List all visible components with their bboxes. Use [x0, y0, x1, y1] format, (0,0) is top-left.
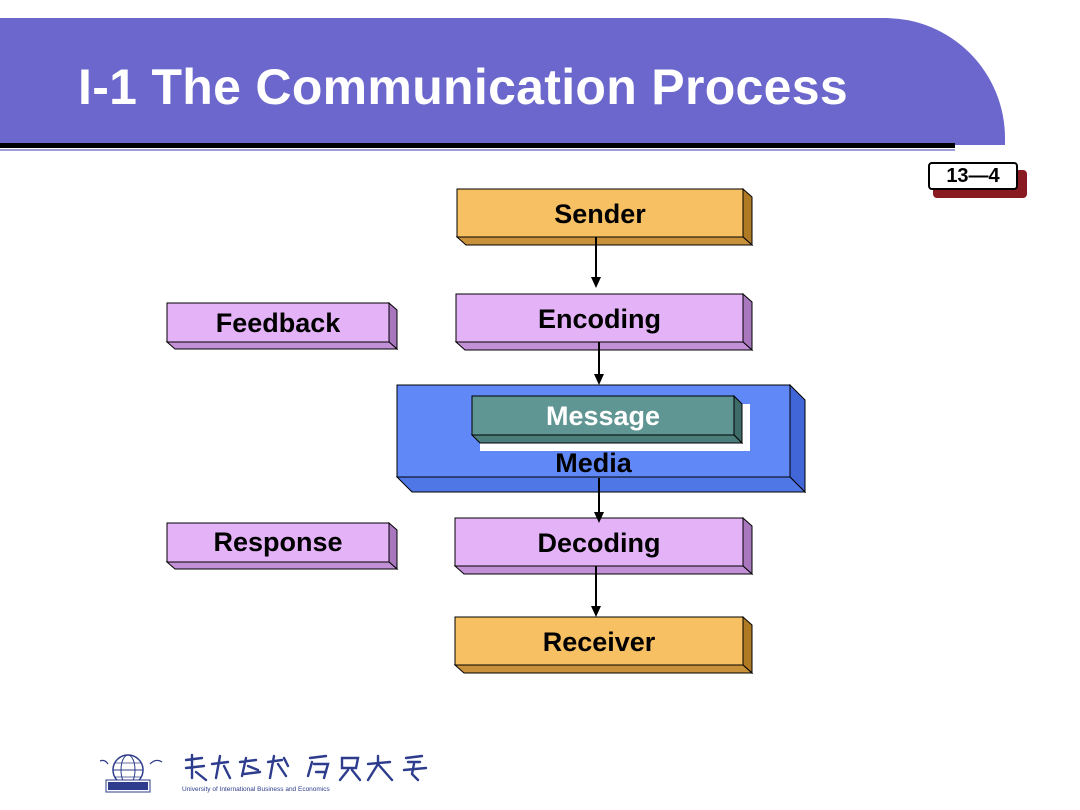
- feedback-box: Feedback: [165, 301, 399, 351]
- message-box: Message: [470, 394, 750, 451]
- receiver-box: Receiver: [453, 615, 754, 675]
- decoding-box: Decoding: [453, 516, 754, 576]
- sender-box: Sender: [455, 187, 754, 247]
- arrow-decoding-to-receiver: [591, 566, 601, 617]
- uibe-calligraphy-mark: [184, 753, 428, 782]
- decoding-label: Decoding: [537, 528, 661, 558]
- arrow-encoding-to-media: [594, 342, 604, 385]
- arrow-sender-to-encoding: [591, 237, 601, 288]
- message-label: Message: [545, 401, 661, 431]
- receiver-box-shape: [453, 615, 754, 675]
- feedback-box-shape: [165, 301, 399, 351]
- response-box: Response: [165, 521, 399, 571]
- uibe-emblem: [97, 754, 163, 793]
- arrow-media-to-decoding: [594, 478, 604, 523]
- sender-label: Sender: [554, 199, 646, 229]
- title-banner: [0, 18, 1005, 145]
- uibe-logo: University of International Business and…: [97, 752, 460, 796]
- encoding-box-shape: [454, 292, 754, 352]
- encoding-label: Encoding: [538, 304, 661, 334]
- response-box-shape: [165, 521, 399, 571]
- slide-number-badge: 13—4: [928, 162, 1027, 198]
- title-underline: [0, 143, 955, 148]
- decoding-box-shape: [453, 516, 754, 576]
- message-box-shape: [470, 394, 750, 451]
- encoding-box: Encoding: [454, 292, 754, 352]
- sender-box-shape: [455, 187, 754, 247]
- page-title: I-1 The Communication Process: [78, 59, 848, 115]
- response-label: Response: [213, 527, 343, 557]
- receiver-label: Receiver: [542, 627, 656, 657]
- slide-number: 13—4: [928, 162, 1018, 190]
- uibe-caption: University of International Business and…: [182, 786, 330, 793]
- title-underline-shadow: [0, 149, 955, 151]
- feedback-label: Feedback: [215, 308, 341, 338]
- media-label: Media: [555, 448, 632, 478]
